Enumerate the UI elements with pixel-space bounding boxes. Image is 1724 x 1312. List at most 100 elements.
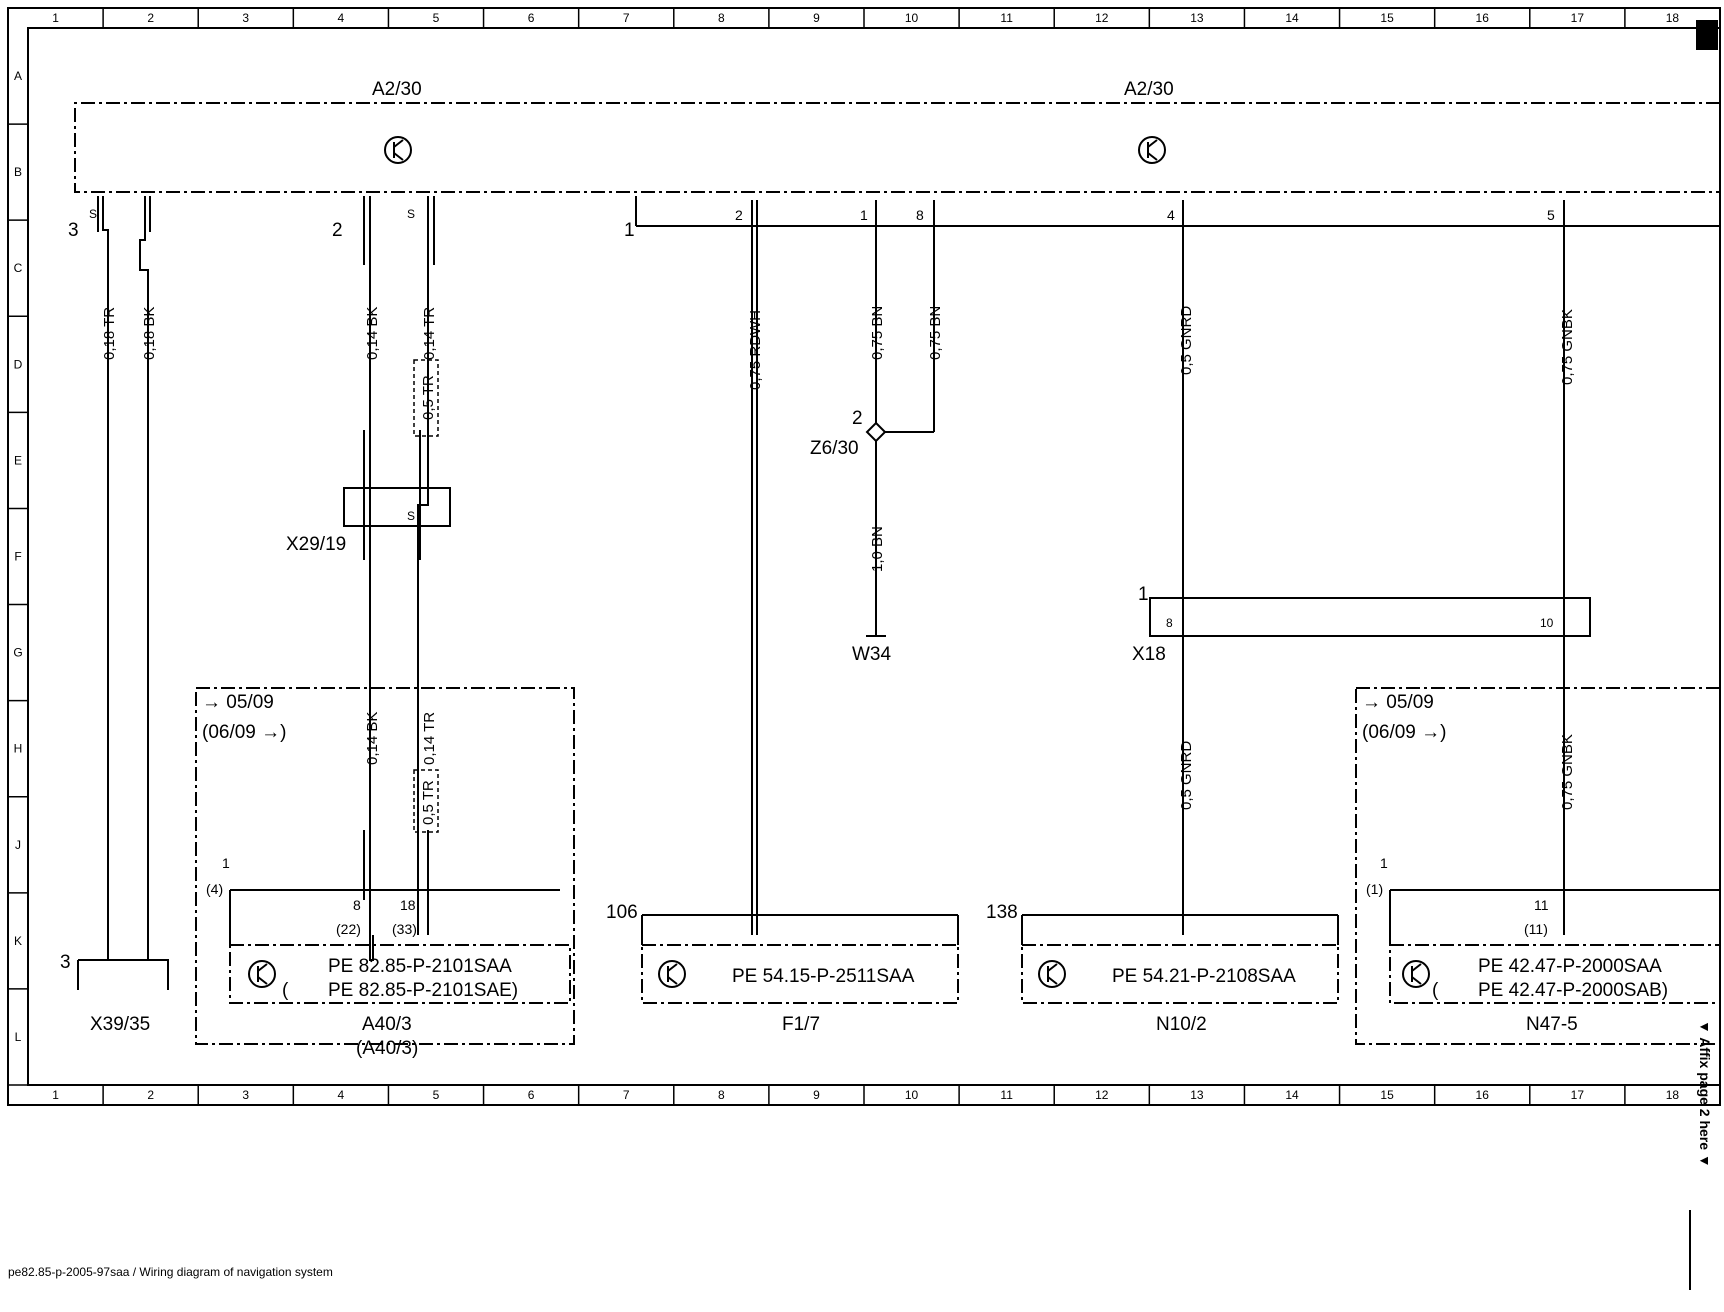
transistor-icon bbox=[1038, 960, 1066, 988]
grid-column-label: 16 bbox=[1476, 1088, 1490, 1102]
reference-link[interactable]: PE 82.85-P-2101SAA bbox=[328, 956, 512, 977]
connector-pin-label: 1 bbox=[1380, 855, 1388, 871]
grid-column-label: 15 bbox=[1380, 11, 1394, 25]
grid-column-label: 17 bbox=[1571, 1088, 1585, 1102]
connector-pin-label: 106 bbox=[606, 902, 638, 923]
grid-row-label: A bbox=[14, 69, 22, 83]
grid-column-label: 4 bbox=[338, 11, 345, 25]
connector-pin-label: 1 bbox=[1138, 584, 1149, 605]
connector-pin-label: 11 bbox=[1534, 897, 1549, 913]
grid-column-label: 15 bbox=[1380, 1088, 1394, 1102]
connector-x18-label: X18 bbox=[1132, 644, 1166, 665]
grid-column-label: 8 bbox=[718, 1088, 725, 1102]
pin-label: 8 bbox=[916, 207, 924, 223]
grid-column-label: 7 bbox=[623, 11, 630, 25]
transistor-icon bbox=[1402, 960, 1430, 988]
date-range-to: (06/09 →) bbox=[1362, 722, 1446, 743]
grid-row-label: J bbox=[15, 838, 21, 852]
reference-link[interactable]: PE 42.47-P-2000SAB) bbox=[1478, 980, 1668, 1001]
grid-column-label: 8 bbox=[718, 11, 725, 25]
affix-page-note: ▼ Affix page 2 here ▼ bbox=[1697, 1020, 1713, 1168]
diagram-frame bbox=[7, 7, 1721, 1106]
wire-label: 0,5 GNRD bbox=[1178, 741, 1195, 810]
connector-pin-label: (11) bbox=[1524, 921, 1548, 937]
splice-pin-label: 2 bbox=[852, 408, 863, 429]
grid-column-label: 18 bbox=[1666, 1088, 1680, 1102]
grid-row-label: G bbox=[13, 646, 22, 660]
grid-column-label: 11 bbox=[1000, 11, 1013, 25]
connector-pin-label: 18 bbox=[400, 897, 416, 913]
connector-pin-label: 1 bbox=[222, 855, 230, 871]
transistor-icon bbox=[248, 960, 276, 988]
grid-row-label: K bbox=[14, 934, 22, 948]
grid-column-label: 3 bbox=[242, 1088, 249, 1102]
grid-column-label: 9 bbox=[813, 1088, 820, 1102]
component-n10-2-label: N10/2 bbox=[1156, 1014, 1207, 1035]
grid-column-label: 11 bbox=[1000, 1088, 1013, 1102]
connector-pin-label: (33) bbox=[392, 921, 417, 937]
wire-label: 0,5 TR bbox=[420, 780, 437, 825]
date-range-from: → 05/09 bbox=[1362, 692, 1434, 713]
connector-pin-label: 8 bbox=[1166, 616, 1173, 630]
connector-pin-label: 138 bbox=[986, 902, 1018, 923]
wire-label: 0,75 BN bbox=[869, 306, 886, 360]
reference-link[interactable]: PE 82.85-P-2101SAE) bbox=[328, 980, 518, 1001]
reference-link[interactable]: PE 42.47-P-2000SAA bbox=[1478, 956, 1662, 977]
wire-label: 0,5 TR bbox=[420, 375, 437, 420]
wire-label: 0,75 RDWH bbox=[747, 310, 764, 390]
component-n47-5-label: N47-5 bbox=[1526, 1014, 1578, 1035]
transistor-icon bbox=[658, 960, 686, 988]
pin-label: 2 bbox=[332, 220, 343, 241]
pin-label: 4 bbox=[1167, 207, 1175, 223]
grid-column-label: 13 bbox=[1190, 11, 1204, 25]
grid-column-label: 14 bbox=[1285, 11, 1299, 25]
connector-pin-label: (22) bbox=[336, 921, 361, 937]
wire-label: 0,14 TR bbox=[421, 307, 438, 360]
pin-label: 5 bbox=[1547, 207, 1555, 223]
wire-label: 0,75 BN bbox=[927, 306, 944, 360]
grid-row-label: F bbox=[14, 550, 21, 564]
grid-column-label: 13 bbox=[1190, 1088, 1204, 1102]
component-f1-7-label: F1/7 bbox=[782, 1014, 820, 1035]
reference-link[interactable]: PE 54.21-P-2108SAA bbox=[1112, 966, 1296, 987]
grid-column-label: 6 bbox=[528, 11, 535, 25]
reference-link[interactable]: PE 54.15-P-2511SAA bbox=[732, 966, 915, 987]
control-unit-label-left: A2/30 bbox=[372, 79, 422, 100]
pin-label: S bbox=[89, 207, 97, 221]
grid-column-label: 9 bbox=[813, 11, 820, 25]
component-a40-3-label-alt: (A40/3) bbox=[356, 1038, 418, 1059]
grid-column-label: 12 bbox=[1095, 11, 1109, 25]
splice-label: Z6/30 bbox=[810, 438, 859, 459]
wire-label: 0,18 BK bbox=[141, 307, 158, 360]
grid-column-label: 4 bbox=[338, 1088, 345, 1102]
grid-column-label: 10 bbox=[905, 11, 919, 25]
connector-x29-19-label: X29/19 bbox=[286, 534, 346, 555]
transistor-icon bbox=[384, 136, 1166, 164]
connector-pin-label: (1) bbox=[1366, 881, 1383, 897]
wire-lines bbox=[97, 196, 1720, 961]
grid-column-label: 18 bbox=[1666, 11, 1680, 25]
grid-row-label: C bbox=[14, 261, 23, 275]
grid-column-label: 1 bbox=[52, 1088, 59, 1102]
wire-label: 0,14 BK bbox=[364, 307, 381, 360]
grid-column-label: 6 bbox=[528, 1088, 535, 1102]
wire-label: 0,14 TR bbox=[421, 712, 438, 765]
pin-label: 1 bbox=[624, 220, 635, 241]
document-footer: pe82.85-p-2005-97saa / Wiring diagram of… bbox=[8, 1265, 333, 1279]
pin-label: 1 bbox=[860, 207, 868, 223]
page-marker bbox=[1696, 20, 1718, 50]
reference-link-open-paren: ( bbox=[282, 980, 289, 1001]
grid-row-label: L bbox=[15, 1030, 22, 1044]
connector-pin-label: 3 bbox=[60, 952, 71, 973]
component-a40-3-label: A40/3 bbox=[362, 1014, 412, 1035]
grid-column-label: 1 bbox=[52, 11, 59, 25]
grid-column-label: 10 bbox=[905, 1088, 919, 1102]
wire-label: 0,18 TR bbox=[101, 307, 118, 360]
wire-label: 0,75 GNBK bbox=[1559, 309, 1576, 385]
splice-z6-30-icon bbox=[865, 421, 887, 443]
grid-column-label: 2 bbox=[147, 11, 154, 25]
